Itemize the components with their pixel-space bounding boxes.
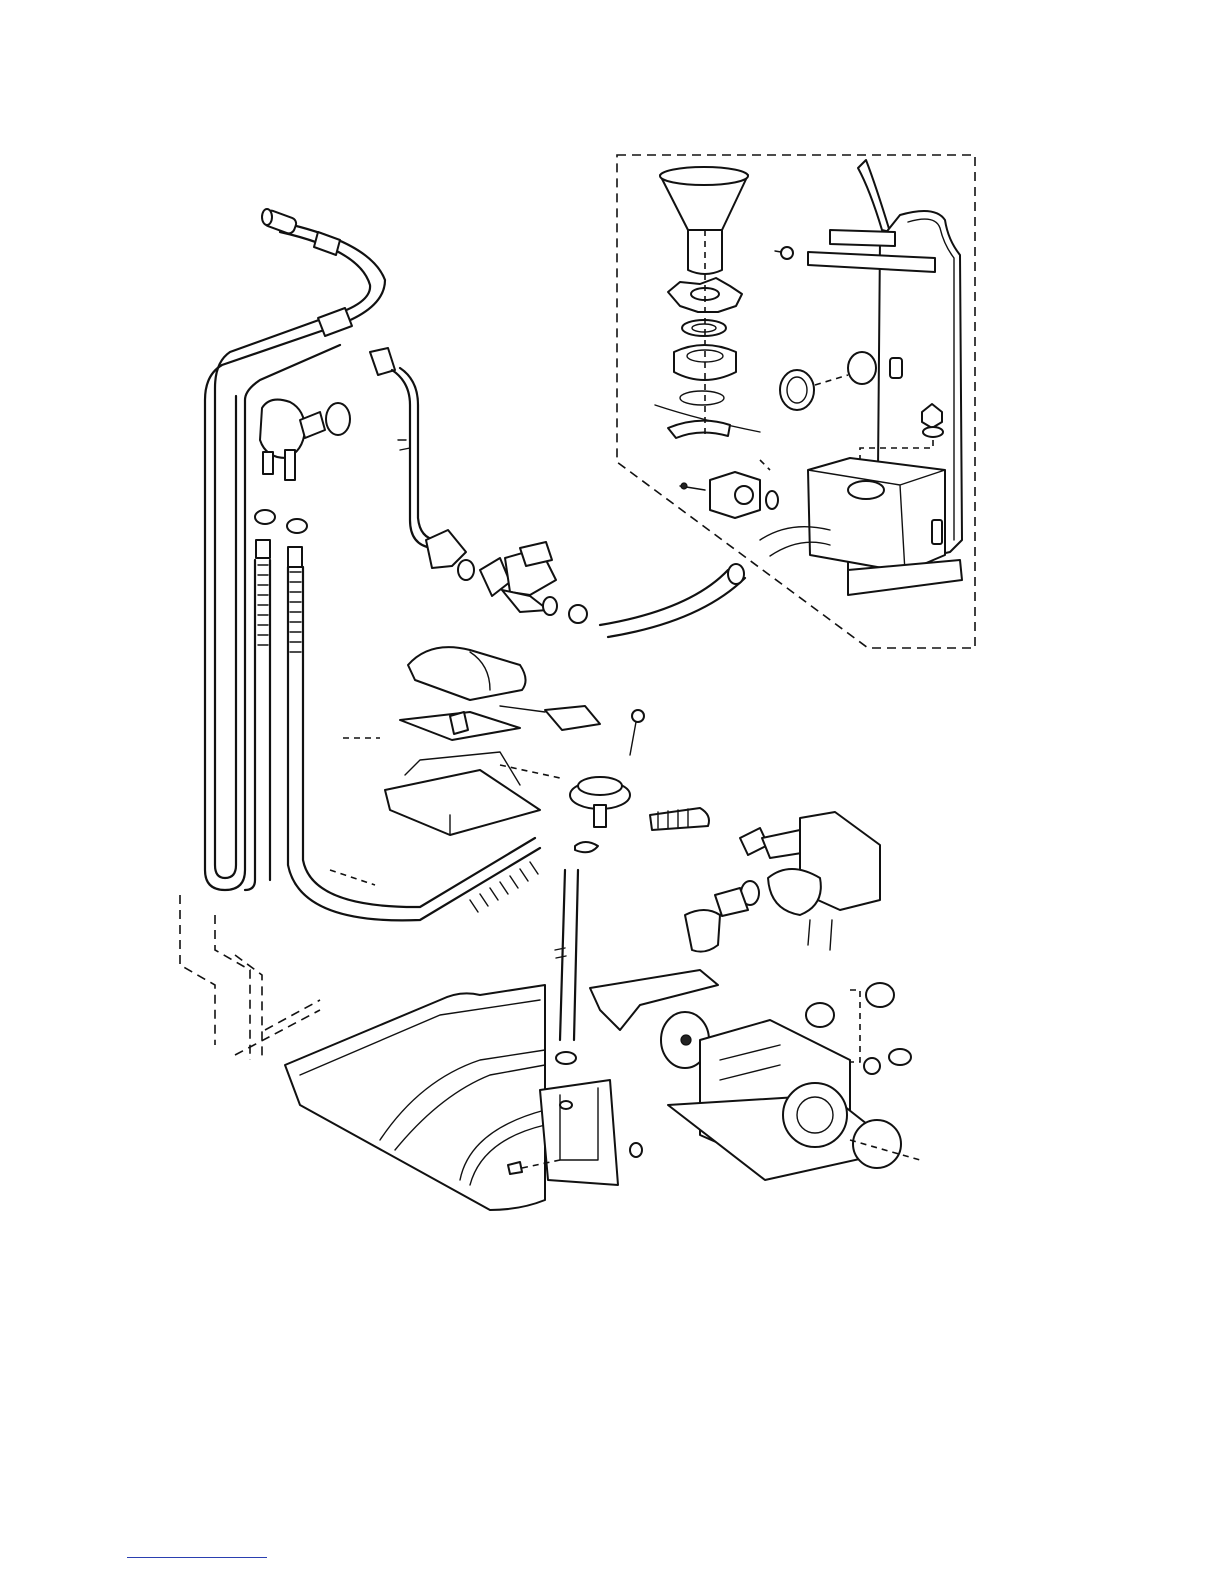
inlet-hose-icon <box>370 348 745 637</box>
float-switch-icon <box>400 706 600 740</box>
air-break-icon <box>260 400 350 480</box>
base-tray-icon <box>285 985 545 1210</box>
pressure-hose-icon <box>555 842 598 1064</box>
leader-lines <box>330 738 380 885</box>
salt-sensor-icon <box>680 460 778 518</box>
float-cover-icon <box>408 647 526 700</box>
softener-tank-icon <box>760 160 962 595</box>
drain-pump-icon <box>685 812 880 952</box>
float-base-icon <box>385 752 540 835</box>
motor-icon <box>661 1012 920 1180</box>
footer-link-rule <box>127 1557 267 1558</box>
funnel-icon <box>660 167 748 274</box>
sump-hose-icon <box>650 808 709 830</box>
fill-valve-icon <box>480 542 557 615</box>
phantom-outline <box>180 895 320 1060</box>
